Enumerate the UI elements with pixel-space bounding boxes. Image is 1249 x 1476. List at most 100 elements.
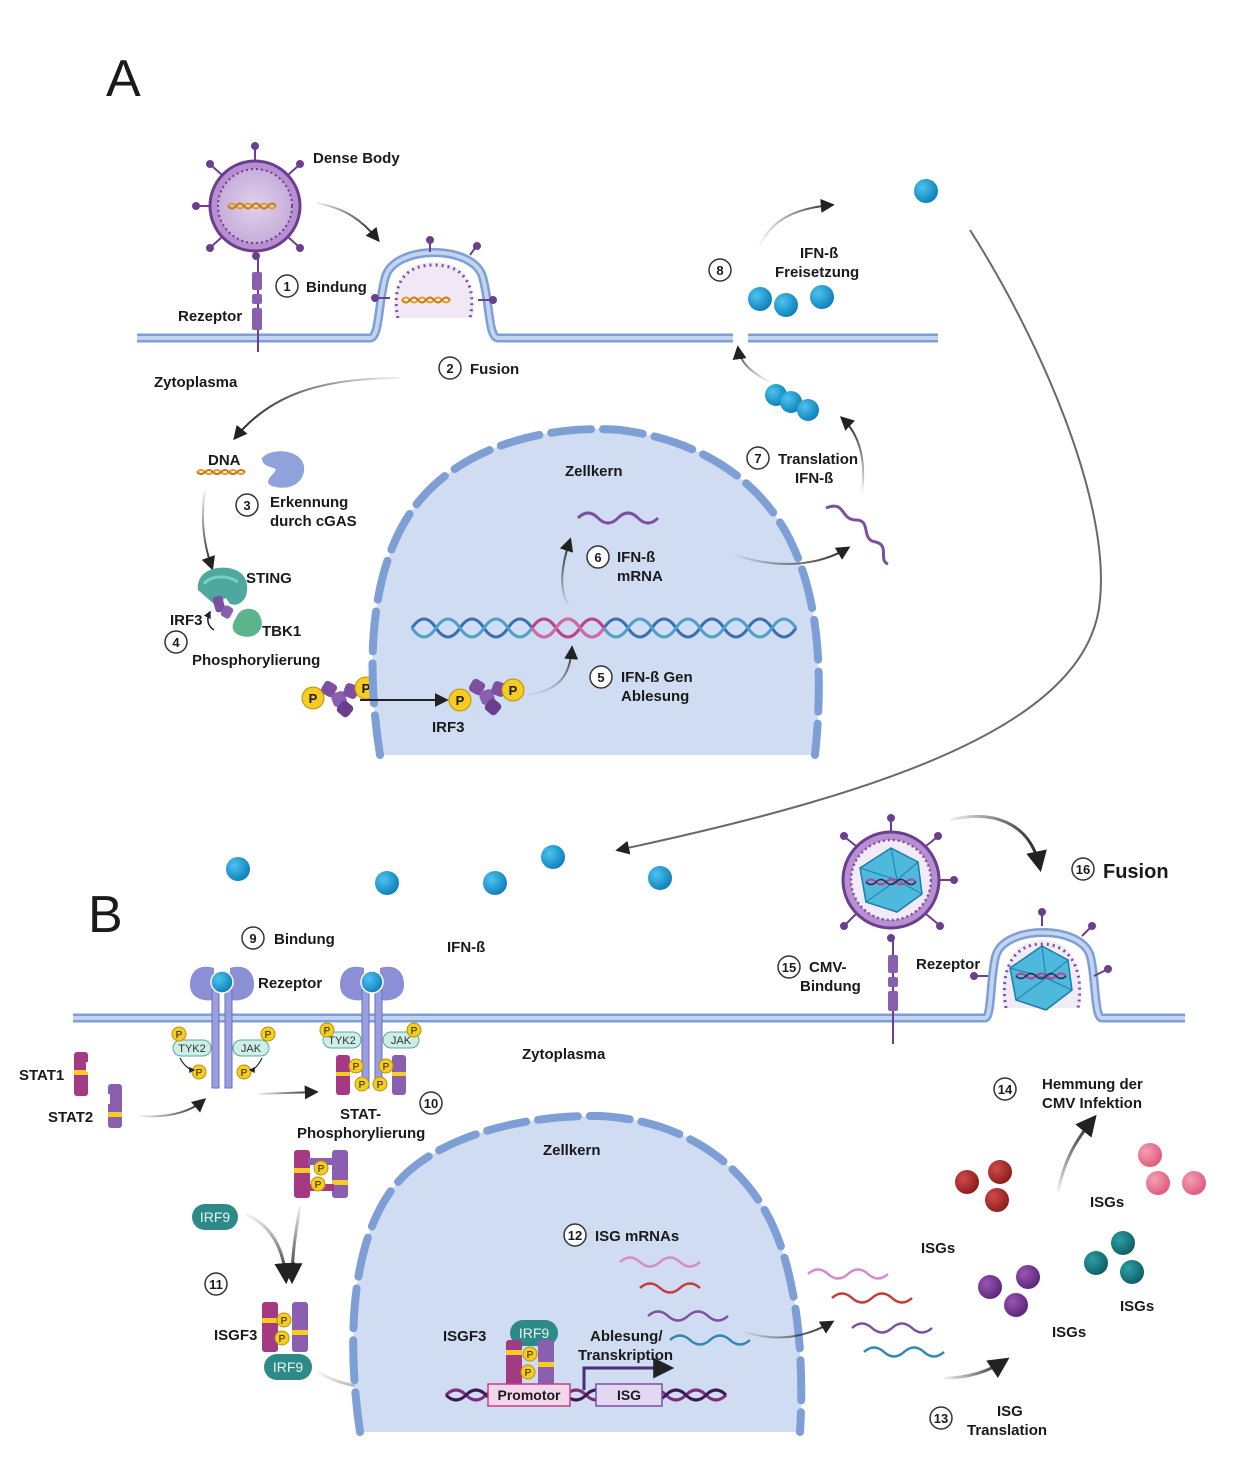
svg-text:7: 7 [754,451,761,466]
cell-membrane-a [137,248,938,343]
dense-body-label: Dense Body [313,150,400,167]
nuclear-dna-a [410,617,798,639]
arrow-irf9-to-isgf3 [245,1212,296,1285]
irf9-protein: IRF9 [192,1204,238,1230]
dna-label: DNA [208,452,241,469]
arrow-isg-mrna-export [744,1320,835,1339]
receptor-a [252,252,262,352]
step-10: 10 STAT- Phosphorylierung [297,1091,443,1142]
svg-text:P: P [241,1068,248,1079]
stat1-protein [74,1052,92,1096]
arrow-stat-recruit [139,1098,207,1118]
svg-text:15: 15 [782,960,796,975]
transcription-arrow [582,1357,675,1390]
step-14-label-1: Hemmung der [1042,1076,1143,1093]
step-11: 11 [204,1272,228,1296]
arrow-translation [839,416,865,493]
ifn-mrna-cytoplasm [825,504,889,566]
irf3-label-b: IRF3 [432,719,465,736]
arrow-inhibition [1056,1114,1097,1193]
step-12: 12 ISG mRNAs [563,1223,679,1247]
step-7-label-2: IFN-ß [795,470,833,487]
receptor-label-b: Rezeptor [258,975,322,992]
svg-text:P: P [383,1062,390,1073]
nucleus-label-b: Zellkern [543,1142,601,1159]
dense-body [192,142,304,253]
ifn-mrna-nuclear [576,511,660,525]
isgs-label-3: ISGs [1120,1298,1154,1315]
svg-text:P: P [359,1080,366,1091]
svg-text:1: 1 [283,279,290,294]
step-10-label-1: STAT- [340,1106,381,1123]
svg-text:IRF9: IRF9 [200,1209,231,1225]
svg-text:P: P [281,1316,288,1327]
svg-text:4: 4 [172,635,180,650]
irf3-phosphorylated: P P [301,676,378,718]
fusing-dense-body [371,236,497,319]
ifn-beta-extracellular [226,845,672,895]
step-5-label-1: IFN-ß Gen [621,669,693,686]
nucleus-a [368,425,823,759]
step-8: 8 IFN-ß Freisetzung [708,245,859,282]
svg-text:P: P [279,1334,286,1345]
svg-text:P: P [176,1030,183,1041]
panel-label-a: A [106,50,141,108]
svg-text:P: P [353,1062,360,1073]
svg-text:P: P [196,1068,203,1079]
svg-text:14: 14 [998,1082,1013,1097]
arrow-isg-translation [943,1357,1010,1380]
isgf3-label-b: ISGF3 [443,1328,486,1345]
step-13: 13 ISG Translation [929,1403,1047,1439]
arrow-cmv-to-fusion [949,815,1047,873]
svg-text:2: 2 [446,361,453,376]
svg-text:P: P [324,1026,331,1037]
step-2: 2 Fusion [438,356,519,380]
svg-text:P: P [509,683,518,698]
irf3-nuclear: P P [448,678,525,716]
svg-text:5: 5 [597,670,604,685]
step-3-label-2: durch cGAS [270,513,357,530]
arrow-dna-to-sting [201,489,215,571]
cell-membrane-b [73,928,1185,1023]
isg-gene-box: ISG [595,1383,663,1407]
svg-text:P: P [527,1350,534,1361]
isgf3-nuclear: IRF9 P P [506,1320,558,1390]
step-7-label-1: Translation [778,451,858,468]
ifn-receptor-1: TYK2 JAK P P P P [171,966,276,1089]
isg-mrnas-nuclear [619,1256,751,1346]
svg-text:12: 12 [568,1228,582,1243]
svg-text:13: 13 [934,1411,948,1426]
ifn-label-b: IFN-ß [447,939,485,956]
step-9: 9 Bindung [241,926,335,950]
sting-complex [197,567,262,637]
isgf3-complex: P P IRF9 [262,1302,312,1380]
svg-text:IRF9: IRF9 [519,1325,550,1341]
isgs-label-1: ISGs [1090,1194,1124,1211]
step-13-label-2: Translation [967,1422,1047,1439]
receptor-label-a: Rezeptor [178,308,242,325]
svg-text:6: 6 [594,550,601,565]
svg-text:TYK2: TYK2 [328,1035,356,1047]
step-4: 4 Phosphorylierung [164,630,320,669]
promotor-box: Promotor [487,1383,571,1407]
step-9-label: Bindung [274,931,335,948]
svg-text:16: 16 [1076,862,1090,877]
nucleus-label-a: Zellkern [565,463,623,480]
isg-proteins-pink [1138,1143,1206,1195]
arrow-ifn-to-panel-b [615,229,1102,855]
svg-text:P: P [315,1180,322,1191]
arrow-fusion-to-dna [233,377,401,441]
isgf3-label-a: ISGF3 [214,1327,257,1344]
isgs-label-2: ISGs [921,1240,955,1257]
step-12-label: ISG mRNAs [595,1228,679,1245]
svg-text:P: P [309,691,318,706]
irf3-label-a: IRF3 [170,612,203,629]
transcription-label-1: Ablesung/ [590,1328,663,1345]
svg-text:3: 3 [243,498,250,513]
stat-dimer: P P [294,1150,348,1198]
step-8-label-2: Freisetzung [775,264,859,281]
step-14: 14 Hemmung der CMV Infektion [993,1076,1143,1112]
step-16: 16 Fusion [1071,857,1169,883]
step-16-label: Fusion [1103,861,1169,883]
